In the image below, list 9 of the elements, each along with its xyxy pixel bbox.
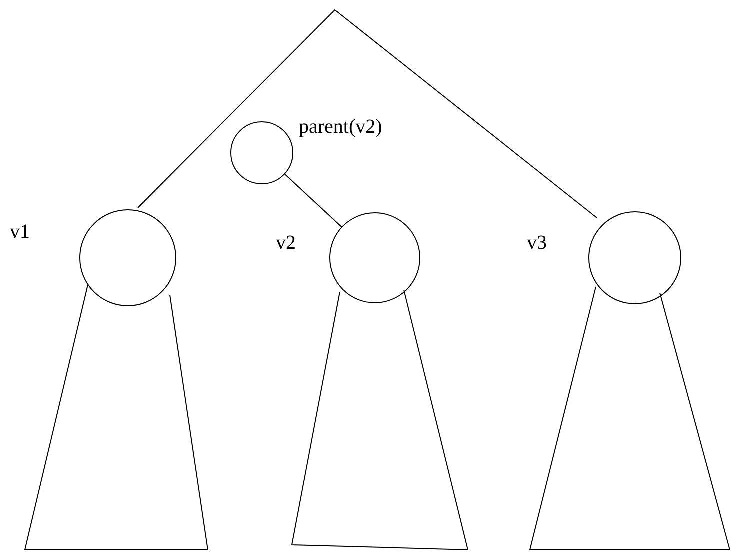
- tree-node-circle: [588, 211, 682, 305]
- node-label: v1: [10, 222, 30, 242]
- tree-node-circle: [79, 209, 177, 307]
- edge-line: [284, 174, 343, 228]
- tree-node-circle: [329, 212, 421, 304]
- node-label: v2: [276, 233, 296, 253]
- tree-node-circle: [230, 121, 294, 185]
- node-label: parent(v2): [299, 117, 382, 137]
- node-label: v3: [527, 233, 547, 253]
